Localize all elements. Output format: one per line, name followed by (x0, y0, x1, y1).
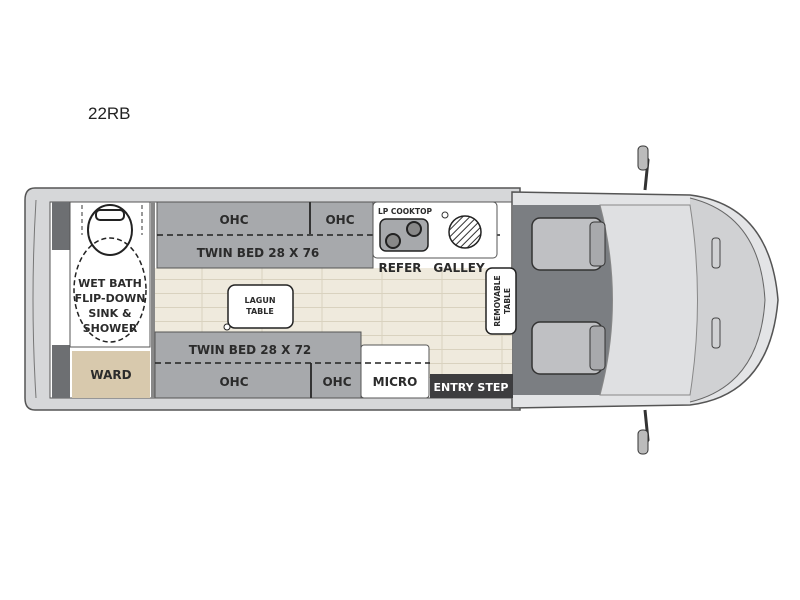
removable-table-label-1: REMOVABLE (493, 275, 502, 326)
driver-seat (531, 217, 606, 271)
wardrobe (72, 351, 150, 398)
twin-bed-bottom-label: TWIN BED 28 X 72 (189, 343, 312, 357)
wet-bath: WET BATH FLIP-DOWN SINK & SHOWER (69, 201, 151, 348)
ohc-bottom-2-label: OHC (322, 375, 351, 389)
ward-label: WARD (90, 368, 131, 382)
ohc-bottom-1-label: OHC (219, 375, 248, 389)
galley-label: GALLEY (433, 261, 485, 275)
wall-panel (52, 202, 70, 250)
twin-bed-top-label: TWIN BED 28 X 76 (197, 246, 320, 260)
passenger-seat (531, 321, 606, 375)
refer-label: REFER (378, 261, 421, 275)
cab (511, 145, 779, 455)
model-title: 22RB (88, 104, 131, 123)
sink (448, 215, 482, 249)
removable-table: REMOVABLE TABLE (485, 267, 517, 335)
wet-bath-label-2: FLIP-DOWN (75, 292, 146, 305)
wet-bath-label-3: SINK & (88, 307, 132, 320)
microwave (360, 344, 430, 399)
partition-wall (151, 202, 155, 398)
lagun-table: LAGUN TABLE (223, 284, 294, 331)
twin-bed-bottom (154, 331, 362, 399)
removable-table-label-2: TABLE (503, 288, 512, 314)
micro-label: MICRO (373, 375, 418, 389)
entry-step-label: ENTRY STEP (434, 381, 509, 394)
wall-panel (52, 345, 70, 398)
ohc-top-2-label: OHC (325, 213, 354, 227)
lagun-table-label-1: LAGUN (244, 296, 275, 305)
wet-bath-label-4: SHOWER (83, 322, 138, 335)
side-mirror-left (637, 145, 650, 191)
lp-cooktop-label: LP COOKTOP (378, 207, 432, 216)
galley: LP COOKTOP (372, 201, 498, 259)
lagun-table-label-2: TABLE (246, 307, 274, 316)
wet-bath-label-1: WET BATH (78, 277, 142, 290)
ohc-top-1-label: OHC (219, 213, 248, 227)
entry-step (430, 374, 513, 398)
side-mirror-right (637, 409, 650, 455)
